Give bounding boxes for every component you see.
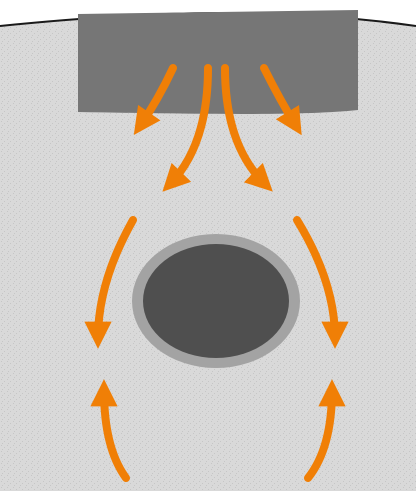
oval-hole xyxy=(143,244,289,358)
gray-block xyxy=(78,10,358,114)
